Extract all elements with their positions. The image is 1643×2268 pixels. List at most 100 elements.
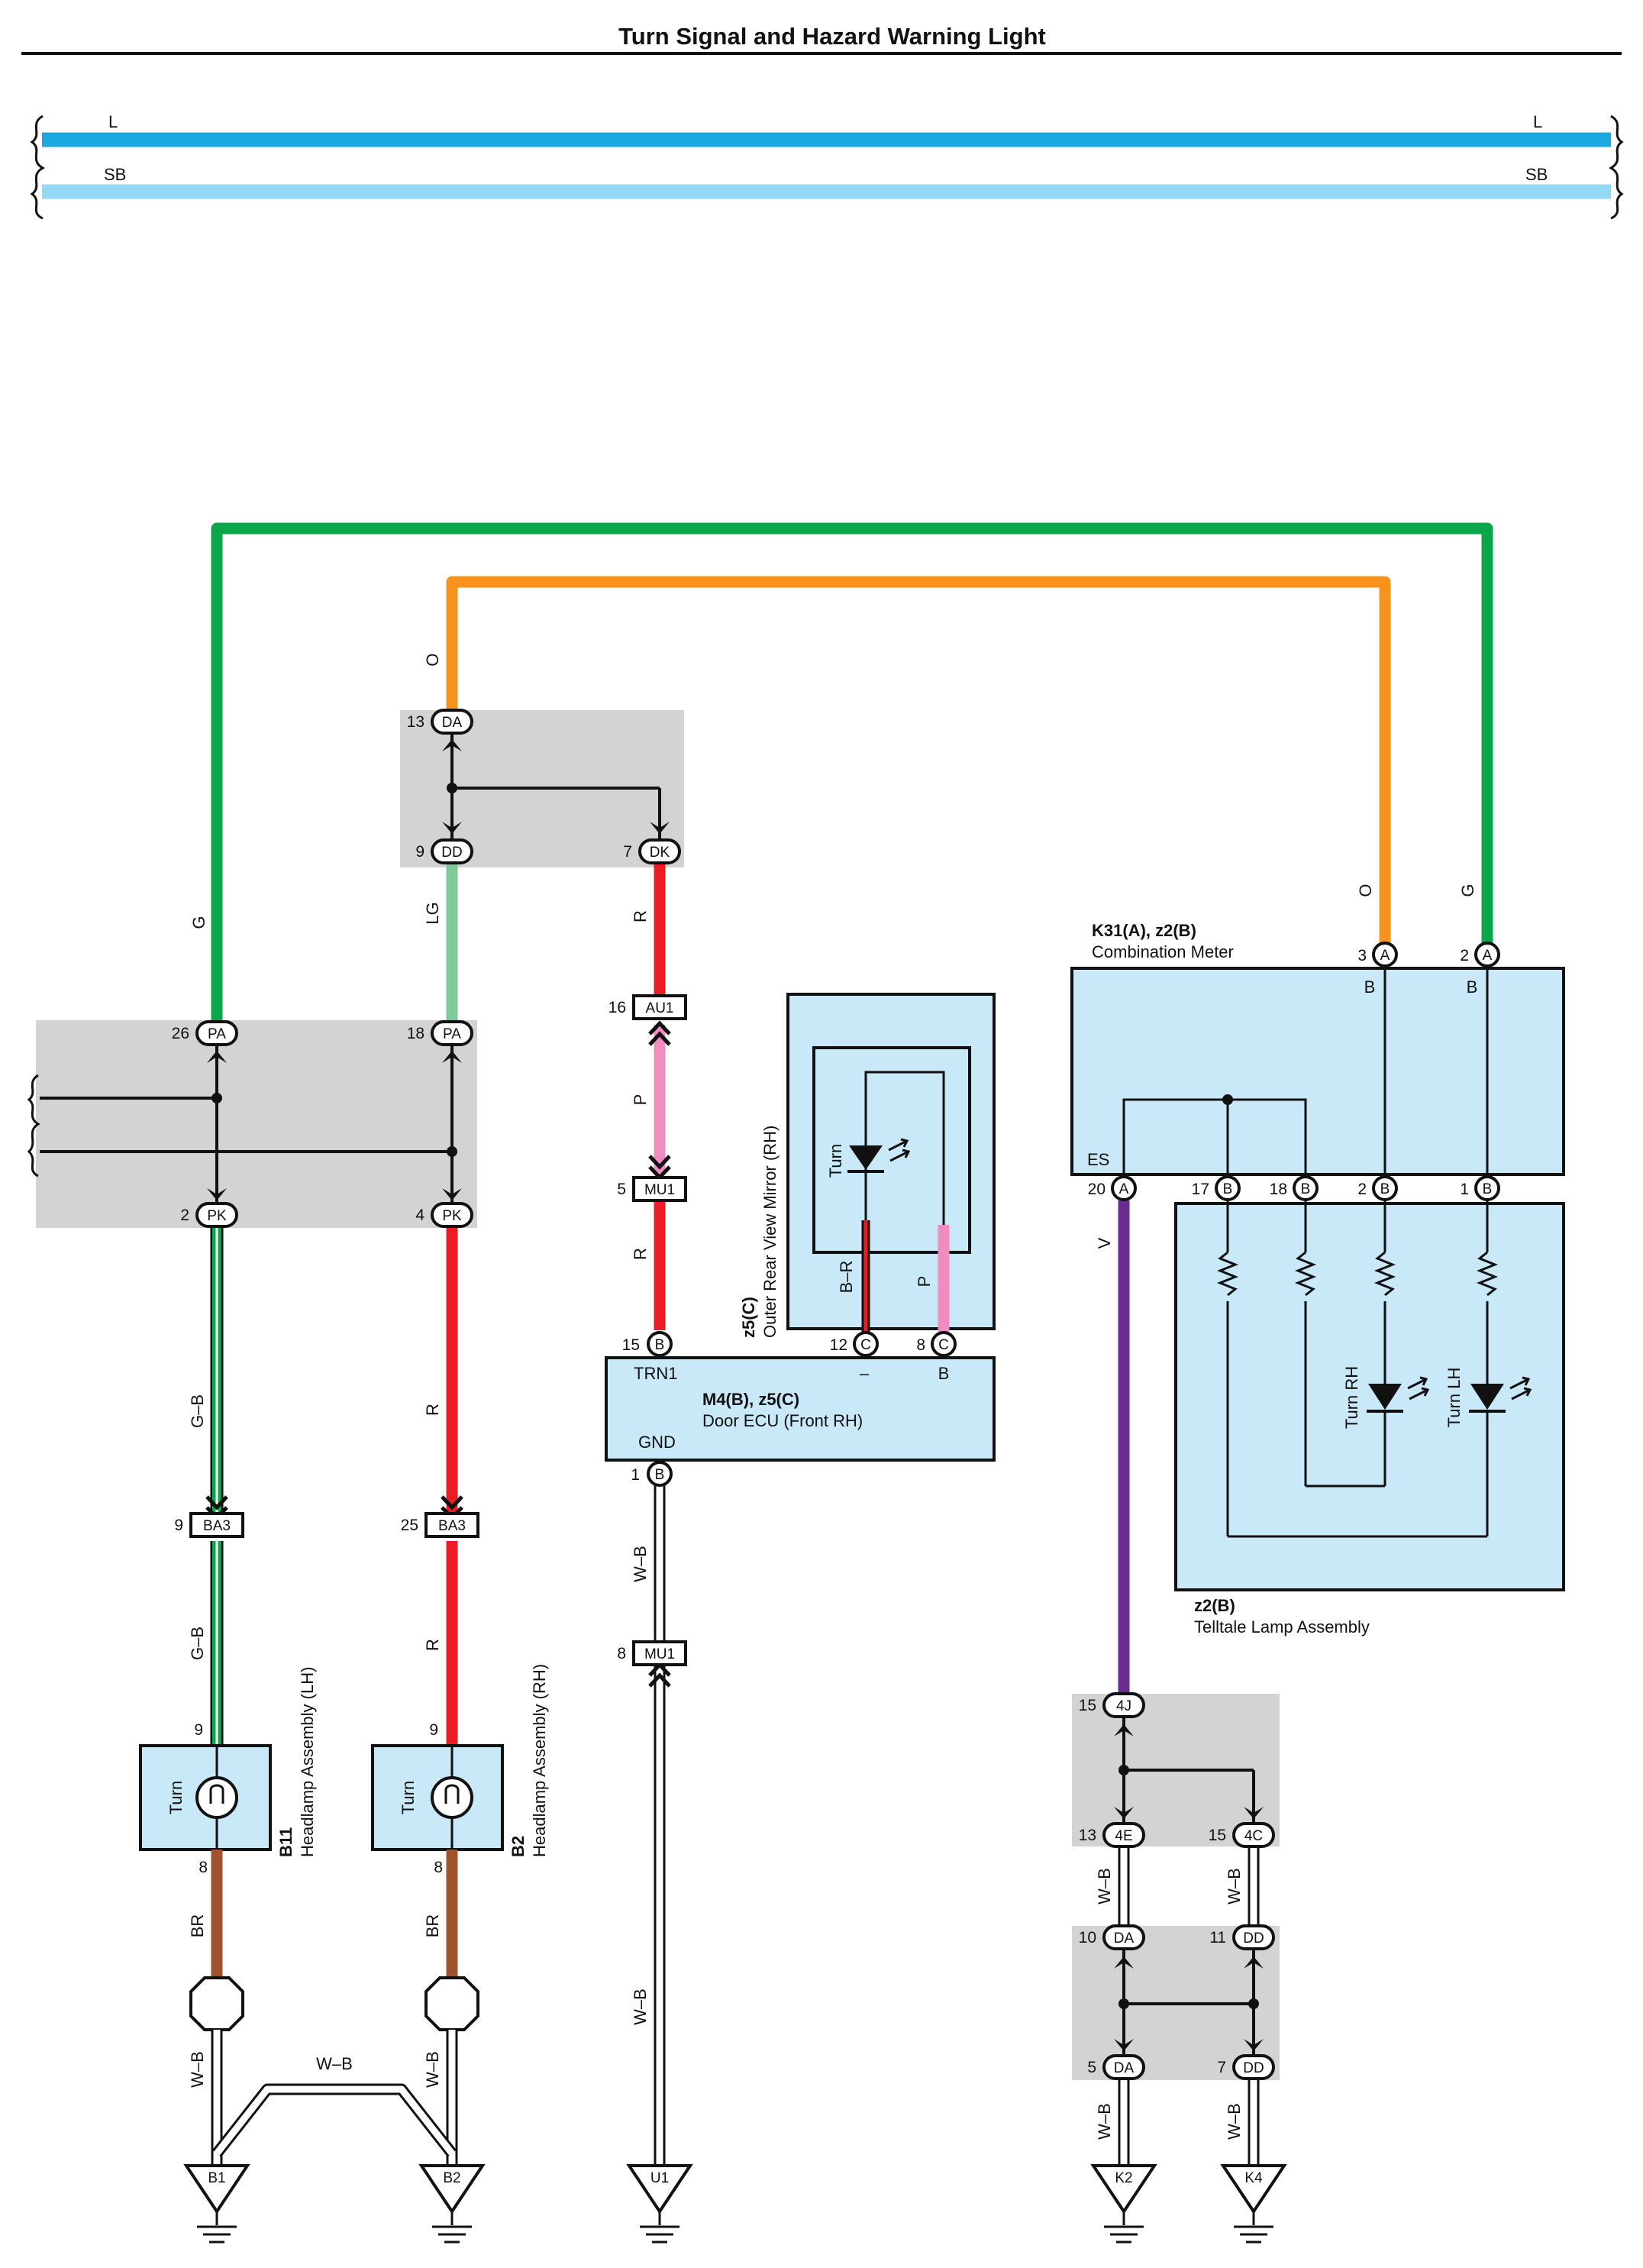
junction-4j-internal — [1114, 1718, 1264, 1824]
svg-text:DK: DK — [650, 845, 670, 861]
svg-text:K2: K2 — [1115, 2170, 1132, 2186]
meter-b-letter-2: B — [1467, 977, 1478, 997]
telltale-turn-lh: Turn LH — [1444, 1368, 1464, 1428]
svg-text:4: 4 — [415, 1207, 424, 1224]
bus-l-left-label: L — [108, 112, 118, 131]
headlamp-lh-id: B11 — [276, 1827, 295, 1857]
headlamp-rh-pin-bot: 8 — [434, 1859, 443, 1876]
wire-label-wb-dd: W–B — [1225, 2103, 1244, 2140]
connector-mu1-5: MU1 5 — [617, 1176, 687, 1202]
svg-text:12: 12 — [830, 1336, 847, 1354]
door-ecu: TRN1 GND M4(B), z5(C) Door ECU (Front RH… — [605, 1356, 996, 1462]
svg-text:C: C — [938, 1337, 949, 1353]
svg-text:DD: DD — [1243, 2060, 1264, 2076]
bus-break-left — [30, 115, 46, 220]
ecu-id: M4(B), z5(C) — [702, 1390, 799, 1409]
wire-label-p-mirror: P — [915, 1276, 934, 1287]
connector-pk-4: PK 4 — [415, 1202, 473, 1228]
ground-u1: U1 — [628, 2164, 692, 2244]
ground-k4: K4 — [1222, 2164, 1286, 2244]
svg-text:13: 13 — [1079, 1827, 1096, 1844]
bus-l: L L — [42, 112, 1611, 147]
headlamp-lh: Turn 9 8 B11 Headlamp Assembly (LH) — [139, 1667, 317, 1876]
svg-text:8: 8 — [916, 1336, 925, 1354]
svg-text:B: B — [1380, 1181, 1390, 1197]
svg-text:5: 5 — [617, 1181, 626, 1198]
svg-text:15: 15 — [1209, 1827, 1226, 1844]
connector-4e: 4E 13 — [1079, 1822, 1145, 1848]
ecu-gnd: GND — [638, 1433, 676, 1452]
wire-label-wb-4e: W–B — [1095, 1868, 1114, 1905]
wire-label-r-pk: R — [423, 1404, 442, 1416]
svg-text:K4: K4 — [1244, 2170, 1263, 2186]
outer-mirror: Turn — [786, 993, 996, 1330]
connector-dd-9: DD 9 — [415, 838, 473, 864]
svg-text:9: 9 — [174, 1517, 183, 1534]
wire-label-o-meter: O — [1356, 884, 1375, 897]
svg-text:DA: DA — [442, 715, 463, 731]
svg-text:DD: DD — [1243, 1930, 1264, 1947]
svg-text:18: 18 — [407, 1025, 424, 1042]
wire-label-br-mirror: B–R — [837, 1261, 856, 1294]
svg-text:15: 15 — [1079, 1697, 1096, 1714]
mirror-name: Outer Rear View Mirror (RH) — [760, 1126, 780, 1338]
connector-ecu-b-1: B 1 — [631, 1461, 673, 1487]
bus-sb-left-label: SB — [104, 165, 126, 184]
svg-text:B2: B2 — [443, 2170, 460, 2186]
telltale-name: Telltale Lamp Assembly — [1194, 1617, 1370, 1636]
svg-text:25: 25 — [401, 1517, 418, 1534]
connector-da-13: DA 13 — [407, 709, 473, 735]
svg-text:18: 18 — [1270, 1181, 1287, 1198]
headlamp-lh-pin-top: 9 — [194, 1721, 203, 1739]
wire-label-wb-lh: W–B — [188, 2051, 207, 2088]
connector-mu1-8: MU1 8 — [617, 1640, 687, 1666]
wire-label-p: P — [631, 1094, 650, 1106]
wire-label-r-mu1: R — [631, 1248, 650, 1260]
connector-pk-2: PK 2 — [180, 1202, 238, 1228]
svg-text:AU1: AU1 — [646, 1000, 674, 1016]
svg-text:B1: B1 — [208, 2170, 225, 2186]
wire-label-wb-4c: W–B — [1225, 1868, 1244, 1905]
svg-text:20: 20 — [1088, 1181, 1106, 1198]
wire-label-r-dk: R — [631, 910, 650, 922]
connector-meter-a-2: A 2 — [1460, 942, 1500, 968]
svg-text:13: 13 — [407, 713, 424, 731]
svg-text:B: B — [1301, 1181, 1311, 1197]
svg-text:BA3: BA3 — [438, 1518, 466, 1534]
wire-label-wb-rh: W–B — [423, 2051, 442, 2088]
splice-lh — [189, 1976, 244, 2031]
meter-b-letter-3: B — [1364, 977, 1376, 997]
wire-label-v: V — [1095, 1237, 1114, 1249]
svg-text:C: C — [860, 1337, 871, 1353]
ground-k2: K2 — [1092, 2164, 1156, 2244]
svg-text:2: 2 — [1357, 1181, 1367, 1198]
combination-meter: K31(A), z2(B) Combination Meter ES B B — [1070, 921, 1565, 1176]
svg-text:PK: PK — [207, 1208, 227, 1224]
svg-text:PA: PA — [208, 1026, 226, 1042]
connector-mirror-c-12: C 12 — [830, 1331, 879, 1357]
headlamp-lh-name: Headlamp Assembly (LH) — [298, 1667, 317, 1857]
wire-label-wb-bridge: W–B — [316, 2054, 353, 2073]
connector-dk-7: DK 7 — [623, 838, 681, 864]
svg-text:9: 9 — [415, 843, 424, 861]
wire-label-gb-1: G–B — [188, 1394, 207, 1428]
wire-wb-lh-group — [211, 2030, 458, 2169]
connector-dd-11: DD 11 — [1209, 1924, 1275, 1950]
svg-text:26: 26 — [172, 1025, 189, 1042]
svg-text:DA: DA — [1114, 2060, 1135, 2076]
wire-label-g-top: G — [189, 916, 208, 929]
headlamp-lh-turn-label: Turn — [166, 1781, 186, 1814]
svg-text:11: 11 — [1209, 1929, 1226, 1947]
mirror-id: z5(C) — [739, 1297, 758, 1338]
svg-text:1: 1 — [1460, 1181, 1469, 1198]
headlamp-rh-id: B2 — [508, 1836, 528, 1857]
junction-pa-internal — [27, 1045, 462, 1205]
junction-da-dd-lower-internal — [1114, 1950, 1264, 2056]
connector-meter-a-20: A 20 — [1088, 1175, 1137, 1201]
bus-break-right — [1608, 115, 1624, 220]
svg-text:2: 2 — [180, 1207, 189, 1224]
wire-wb-k — [1118, 2080, 1260, 2169]
svg-text:MU1: MU1 — [644, 1646, 675, 1662]
svg-text:MU1: MU1 — [644, 1182, 675, 1198]
meter-id: K31(A), z2(B) — [1092, 921, 1196, 940]
